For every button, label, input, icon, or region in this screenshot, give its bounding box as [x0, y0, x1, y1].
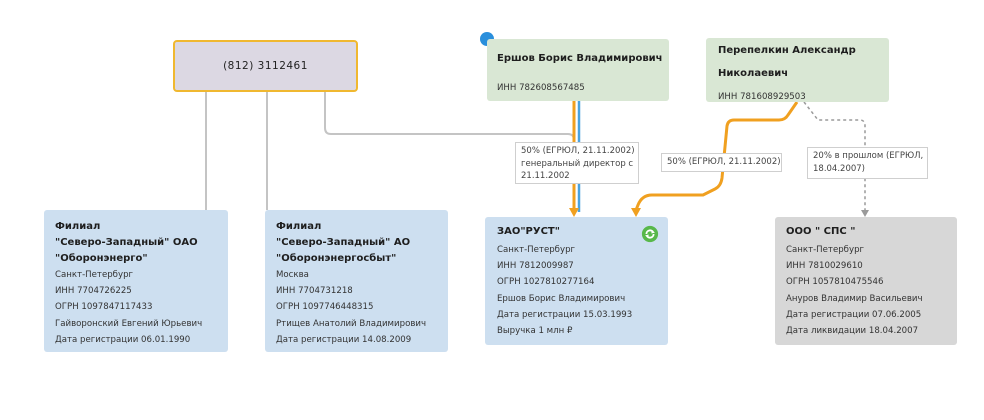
company-city: Санкт-Петербург [497, 245, 576, 255]
company-ogrn: ОГРН 1097847117433 [55, 302, 153, 313]
company-title-line: "Северо-Западный" АО [276, 237, 411, 248]
past-ownership-edge-arrow [861, 210, 869, 217]
person-name: Ершов Борис Владимирович [497, 53, 663, 64]
ownership-edge-1-arrow [569, 208, 579, 217]
person-inn: ИНН 782608567485 [497, 83, 585, 93]
company-inn: ИНН 7810029610 [786, 261, 863, 272]
company-reg-date: Дата регистрации 06.01.1990 [55, 334, 191, 345]
company-title-line: Филиал [55, 221, 101, 232]
company-reg-date: Дата регистрации 15.03.1993 [497, 309, 633, 320]
edge-label-line: генеральный директор с [521, 158, 634, 169]
active-status-icon [641, 225, 659, 243]
company-liquidation-date: Дата ликвидации 18.04.2007 [786, 326, 919, 337]
edge-label-perepelkin-rust: 50% (ЕГРЮЛ, 21.11.2002) [661, 153, 782, 172]
phone-number: (812) 3112461 [223, 60, 308, 72]
edge-label-line: 50% (ЕГРЮЛ, 21.11.2002) [521, 146, 635, 156]
person-inn: ИНН 781608929503 [718, 92, 806, 102]
company-title-line: "Оборонэнерго" [55, 253, 148, 264]
company-head: Ануров Владимир Васильевич [786, 293, 923, 304]
company-city: Москва [276, 270, 309, 280]
edge-label-line: 18.04.2007) [813, 163, 865, 174]
person-node-perepelkin[interactable]: Перепелкин Александр Николаевич ИНН 7816… [706, 38, 889, 102]
edge-label-line: 50% (ЕГРЮЛ, 21.11.2002) [667, 157, 781, 167]
phone-node[interactable]: (812) 3112461 [173, 40, 358, 92]
ownership-edge-2-arrow [631, 208, 641, 217]
company-ogrn: ОГРН 1057810475546 [786, 277, 884, 288]
company-title-line: "Оборонэнергосбыт" [276, 253, 397, 264]
company-head: Гайворонский Евгений Юрьевич [55, 318, 203, 329]
edge-label-line: 20% в прошлом (ЕГРЮЛ, [813, 151, 924, 161]
company-node-sps[interactable]: ООО " СПС " Санкт-Петербург ИНН 78100296… [775, 217, 957, 345]
company-reg-date: Дата регистрации 14.08.2009 [276, 334, 412, 345]
company-head: Ртищев Анатолий Владимирович [276, 318, 427, 329]
company-revenue: Выручка 1 млн ₽ [497, 326, 573, 337]
person-name-line-2: Николаевич [718, 68, 789, 79]
company-city: Санкт-Петербург [55, 270, 134, 280]
company-title-line: ООО " СПС " [786, 226, 856, 237]
company-reg-date: Дата регистрации 07.06.2005 [786, 309, 922, 320]
past-ownership-edge [803, 101, 866, 212]
company-inn: ИНН 7704726225 [55, 286, 132, 297]
person-name-line-1: Перепелкин Александр [718, 45, 856, 56]
company-node-rust[interactable]: ЗАО"РУСТ" Санкт-Петербург ИНН 7812009987… [485, 217, 668, 345]
edge-label-ershov-rust: 50% (ЕГРЮЛ, 21.11.2002) генеральный дире… [515, 142, 639, 184]
company-title-line: "Северо-Западный" ОАО [55, 237, 198, 248]
company-ogrn: ОГРН 1097746448315 [276, 302, 374, 313]
person-node-ershov[interactable]: Ершов Борис Владимирович ИНН 78260856748… [487, 39, 669, 101]
company-title-line: ЗАО"РУСТ" [497, 226, 560, 237]
edge-label-line: 21.11.2002 [521, 171, 570, 181]
ownership-edge-2 [634, 101, 799, 211]
company-head: Ершов Борис Владимирович [497, 293, 626, 304]
company-title-line: Филиал [276, 221, 322, 232]
company-inn: ИНН 7704731218 [276, 286, 353, 297]
company-node-oboronenergosbyt[interactable]: Филиал "Северо-Западный" АО "Оборонэнерг… [265, 210, 448, 352]
company-ogrn: ОГРН 1027810277164 [497, 277, 595, 288]
company-node-oboronenergo[interactable]: Филиал "Северо-Западный" ОАО "Оборонэнер… [44, 210, 228, 352]
edge-label-perepelkin-sps: 20% в прошлом (ЕГРЮЛ, 18.04.2007) [807, 147, 928, 179]
company-inn: ИНН 7812009987 [497, 261, 574, 272]
company-city: Санкт-Петербург [786, 245, 865, 255]
